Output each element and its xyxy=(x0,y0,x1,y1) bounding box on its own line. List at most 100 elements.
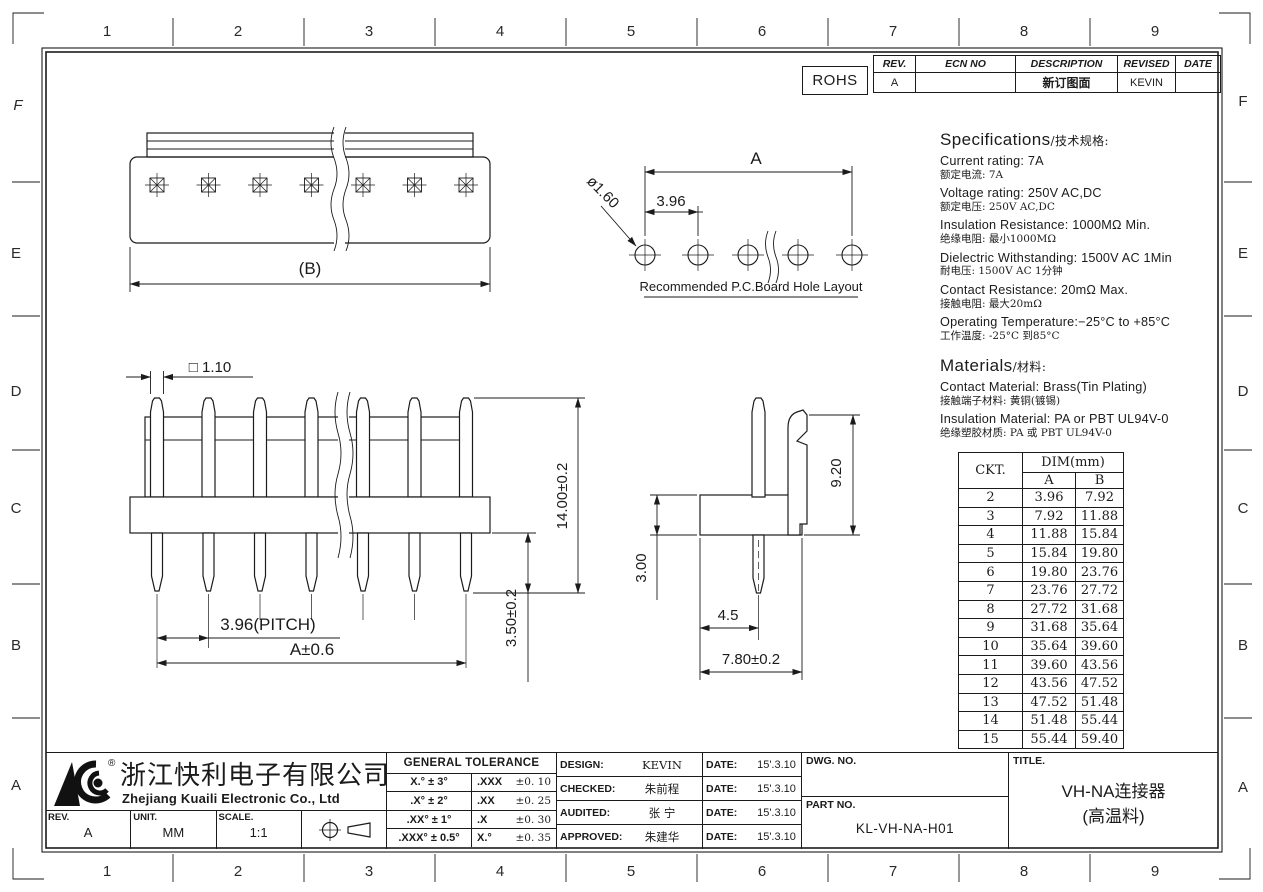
dim-col-header: DIM(mm) xyxy=(1022,452,1124,473)
date-label: DATE: xyxy=(702,801,752,824)
drawing-title-section: TITLE. VH-NA连接器 (高温料) xyxy=(1008,753,1218,849)
description-value: 新订图面 xyxy=(1015,72,1118,93)
grid-labels: 1 2 3 4 5 6 7 8 9 1 2 3 4 5 6 7 8 9 F E … xyxy=(11,23,1249,880)
pcb-hole xyxy=(731,238,765,272)
ckt-cell: 7.92 xyxy=(1075,488,1124,508)
pin xyxy=(751,397,766,498)
grid-row-label: C xyxy=(1238,500,1249,517)
dim-base-height: 3.00 xyxy=(633,553,650,582)
materials-section: Materials/材料: Contact Material: Brass(Ti… xyxy=(940,357,1220,445)
ckt-cell: 11.88 xyxy=(1022,525,1076,545)
date-value: 15'.3.10 xyxy=(757,831,796,843)
date-value xyxy=(1175,72,1221,93)
drawing-title-line2: (高温料) xyxy=(1082,807,1145,826)
audited-name: 张 宁 xyxy=(648,805,676,820)
signoff-row: APPROVED: 朱建华 DATE: 15'.3.10 xyxy=(557,825,801,849)
dim-offset: 4.5 xyxy=(718,607,739,624)
ckt-cell: 43.56 xyxy=(1075,655,1124,675)
grid-row-label: B xyxy=(1238,637,1248,654)
tolerance-angle: .XX° ± 1° xyxy=(387,810,472,829)
pin xyxy=(407,397,422,498)
spec-item-zh: 工作温度: -25°C 到85°C xyxy=(940,329,1060,342)
signoff-row: CHECKED: 朱前程 DATE: 15'.3.10 xyxy=(557,777,801,801)
scale-cell: SCALE. 1:1 xyxy=(215,811,301,849)
dim-a-header: A xyxy=(1022,472,1076,489)
rev-label: REV. xyxy=(48,812,70,824)
ckt-cell: 31.68 xyxy=(1022,618,1076,638)
spec-item-en: Current rating: 7A xyxy=(940,154,1044,168)
ckt-cell: 11.88 xyxy=(1075,506,1124,527)
ckt-cell: 12 xyxy=(958,673,1023,694)
dim-pitch: 3.96(PITCH) xyxy=(220,615,315,634)
ckt-cell: 6 xyxy=(958,562,1023,582)
company-banner: ® 浙江快利电子有限公司 Zhejiang Kuaili Electronic … xyxy=(46,753,389,811)
dim-b-header: B xyxy=(1075,472,1124,489)
ckt-cell: 55.44 xyxy=(1022,729,1076,750)
dim-span: A±0.6 xyxy=(290,640,334,659)
ckt-col-header: CKT. xyxy=(958,452,1023,489)
ckt-cell: 8 xyxy=(958,599,1023,620)
revision-table: REV. ECN NO DESCRIPTION REVISED DATE A 新… xyxy=(873,55,1221,93)
company-name-en: Zhejiang Kuaili Electronic Co., Ltd xyxy=(122,791,340,806)
dim-a-ref: A xyxy=(750,149,762,168)
ckt-cell: 43.56 xyxy=(1022,673,1076,694)
grid-col-label: 4 xyxy=(496,23,504,40)
material-item-zh: 绝缘塑胶材质: PA 或 PBT UL94V-0 xyxy=(940,426,1112,439)
rev-unit-scale-row: REV. A UNIT. MM SCALE. 1:1 xyxy=(46,811,386,849)
ckt-cell: 19.80 xyxy=(1022,562,1076,582)
material-item-en: Contact Material: Brass(Tin Plating) xyxy=(940,380,1147,394)
rev-value: A xyxy=(873,72,916,93)
date-label: DATE: xyxy=(702,777,752,800)
part-no-value: KL-VH-NA-H01 xyxy=(855,820,955,836)
spec-item-en: Dielectric Withstanding: 1500V AC 1Min xyxy=(940,250,1172,265)
grid-row-label: F xyxy=(1238,93,1247,110)
spec-item-zh: 额定电流: 7A xyxy=(940,168,1004,181)
material-item-zh: 接触端子材料: 黄铜(镀锡) xyxy=(940,394,1061,407)
grid-col-label: 3 xyxy=(365,23,373,40)
grid-col-label: 9 xyxy=(1151,23,1159,40)
ckt-cell: 7 xyxy=(958,580,1023,601)
specifications-title: Specifications/技术规格: xyxy=(940,131,1220,148)
revision-header-row: REV. ECN NO DESCRIPTION REVISED DATE xyxy=(873,55,1221,73)
unit-cell: UNIT. MM xyxy=(130,811,215,849)
pin xyxy=(201,397,216,498)
rohs-badge: ROHS xyxy=(802,66,868,95)
ckt-cell: 11 xyxy=(958,655,1023,675)
dim-tail-len: 3.50±0.2 xyxy=(503,589,520,647)
grid-col-label: 5 xyxy=(627,863,635,880)
grid-col-label: 9 xyxy=(1151,863,1159,880)
grid-col-label: 5 xyxy=(627,23,635,40)
ckt-cell: 27.72 xyxy=(1022,599,1076,620)
pin xyxy=(304,397,319,498)
ckt-cell: 14 xyxy=(958,711,1023,731)
tolerance-row: .XX° ± 1° .X±0. 30 xyxy=(387,810,556,830)
ckt-cell: 15.84 xyxy=(1022,543,1076,564)
tolerance-value: ±0. 35 xyxy=(515,832,551,845)
ckt-cell: 15 xyxy=(958,729,1023,750)
scale-label: SCALE. xyxy=(218,812,254,824)
grid-row-label: B xyxy=(11,637,21,654)
grid-row-label: A xyxy=(1238,779,1248,796)
ckt-cell: 19.80 xyxy=(1075,543,1124,564)
grid-col-label: 8 xyxy=(1020,23,1028,40)
tolerance-symbol: .XXX xyxy=(477,776,503,789)
tolerance-value: ±0. 10 xyxy=(515,776,551,789)
ecn-value xyxy=(915,72,1016,93)
description-col-header: DESCRIPTION xyxy=(1015,55,1118,73)
company-logo: ® xyxy=(54,758,116,806)
rev-value: A xyxy=(83,825,93,841)
projection-symbol-icon xyxy=(318,819,371,842)
view-side: 3.00 9.20 4.5 7.80±0.2 xyxy=(633,397,860,680)
ckt-cell: 27.72 xyxy=(1075,580,1124,601)
view-top: (B) xyxy=(129,126,491,292)
grid-row-label: E xyxy=(1238,245,1248,262)
specifications-section: Specifications/技术规格: Current rating: 7A … xyxy=(940,131,1220,348)
ckt-cell: 39.60 xyxy=(1075,636,1124,657)
ckt-subheader-row: A B xyxy=(959,472,1124,489)
specifications-title-zh: /技术规格: xyxy=(1050,134,1109,148)
materials-title-en: Materials xyxy=(940,356,1013,375)
